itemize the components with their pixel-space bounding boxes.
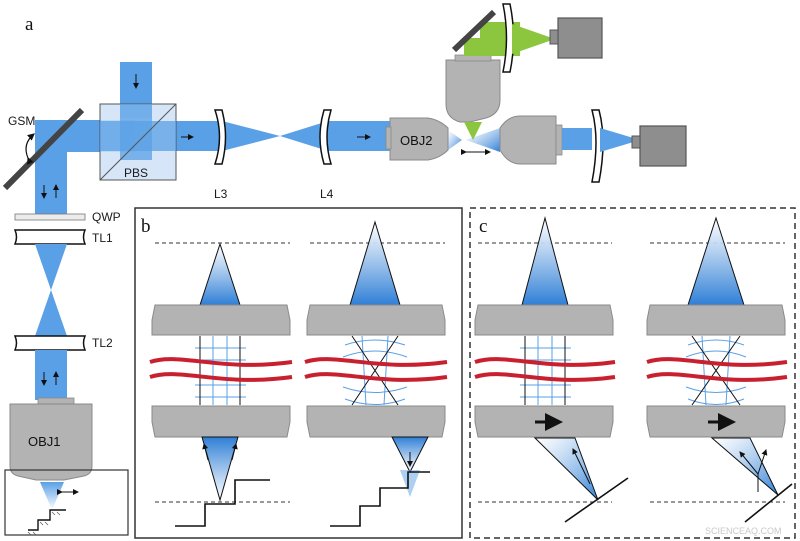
obj2-objective (389, 117, 449, 161)
c2-oblique-cone (710, 437, 779, 496)
beam-focus-l4 (280, 121, 328, 151)
b1-ray-arrow-right (231, 443, 238, 461)
camera-right-mount (631, 135, 641, 149)
b2-stair-sample (330, 471, 430, 527)
watermark: SCIENCEAQ.COM (705, 526, 782, 536)
tl2-label: TL2 (92, 336, 113, 350)
beam-tl2-obj1 (35, 350, 67, 400)
obj1-label: OBJ1 (28, 434, 61, 449)
gsm-rotate-arrow (25, 133, 35, 165)
sample-inset (4, 469, 129, 536)
l3-label: L3 (214, 187, 228, 201)
obj3-collar (555, 124, 563, 156)
tl1-label: TL1 (92, 231, 113, 245)
b2-tissue-2 (304, 372, 448, 382)
beam-pbs-l3 (175, 121, 220, 151)
c1-top-cone (521, 216, 569, 306)
b1-ray-arrow-left (202, 443, 209, 461)
obj1-collar (37, 397, 75, 405)
qwp-plate (14, 213, 86, 221)
b2-upper-objective (306, 304, 446, 336)
b1-tissue-2 (149, 372, 293, 382)
b1-plane-waves (195, 336, 246, 405)
beam-tl1-focus (35, 244, 67, 290)
beam-l3-focus (222, 121, 280, 151)
qwp-label: QWP (92, 210, 121, 224)
c1-tilted-mirror (564, 477, 629, 523)
green-beam-to-camera (512, 24, 555, 54)
gsm-label: GSM (8, 114, 35, 128)
pbs-beam-through (100, 121, 176, 151)
obj2-collar (385, 126, 392, 150)
tl1-lens (13, 229, 87, 245)
b1-upper-objective (151, 304, 291, 336)
panel-c-frame (469, 207, 796, 539)
c1-ray-arrow (572, 448, 591, 485)
c1-tissue-1 (474, 357, 616, 367)
b2-lower-objective (306, 405, 446, 438)
camera-right (639, 125, 687, 167)
c2-top-cone (687, 216, 745, 306)
panel-c-letter: c (479, 216, 487, 237)
beam-to-camera-right (600, 128, 640, 152)
obj2-focus-cone (448, 130, 462, 150)
camera-top (557, 17, 603, 59)
obj1-focus-cone (40, 482, 64, 510)
obj3-objective (499, 115, 557, 165)
l4-label: L4 (320, 187, 334, 201)
c1-oblique-cone (533, 437, 599, 501)
b2-ray-cross-2 (351, 335, 399, 406)
c2-ray-arrow-1 (739, 451, 759, 475)
b1-bottom-cone (201, 436, 239, 502)
c2-ray-arrow-2 (757, 449, 768, 475)
b1-top-cone (199, 242, 241, 306)
c1-upper-objective (474, 304, 614, 336)
b2-reflected-cone (400, 470, 420, 497)
c2-ray-cross-2 (691, 335, 741, 406)
obj3-collect-cone (466, 128, 500, 152)
b1-tissue-1 (149, 357, 293, 367)
top-fold-mirror (451, 9, 497, 53)
c1-tissue-2 (474, 372, 616, 382)
panel-b: b (134, 207, 463, 539)
b1-stair-sample (175, 479, 270, 527)
c2-curved-waves (685, 335, 747, 406)
camera-top-mount (549, 29, 559, 45)
b2-curved-waves (342, 335, 408, 406)
pbs-diagonal (99, 103, 177, 181)
panel-b-frame (134, 207, 463, 539)
beam-focus-tl2 (35, 290, 67, 336)
beam-obj3-lens (562, 128, 592, 150)
obj1-stair-sample (28, 509, 66, 531)
b1-lower-objective (151, 405, 291, 438)
panel-c: c (469, 207, 796, 539)
gsm-mirror (2, 107, 85, 191)
panel-a: a PBS GSM QWP (2, 3, 687, 536)
panel-a-letter: a (25, 14, 34, 35)
c2-tilted-mirror (744, 483, 793, 523)
l3-lens (213, 109, 227, 165)
c1-plane-waves (520, 336, 571, 405)
obj-top-objective (445, 59, 501, 123)
obj2-label: OBJ2 (400, 133, 433, 148)
obj1-stair-hatch (27, 511, 61, 536)
c2-upper-objective (646, 304, 786, 336)
top-tube-lens (502, 3, 515, 73)
right-tube-lens (591, 109, 604, 183)
b2-tissue-1 (304, 357, 448, 367)
c2-tissue-1 (646, 357, 788, 367)
pbs-label: PBS (124, 166, 148, 180)
beam-l4-obj2 (328, 121, 390, 151)
green-focus-cone (464, 122, 482, 140)
c2-tissue-2 (646, 372, 788, 382)
b2-top-cone (349, 220, 401, 306)
panel-b-letter: b (141, 216, 151, 237)
tl2-lens (13, 335, 87, 351)
l4-lens (319, 109, 333, 165)
